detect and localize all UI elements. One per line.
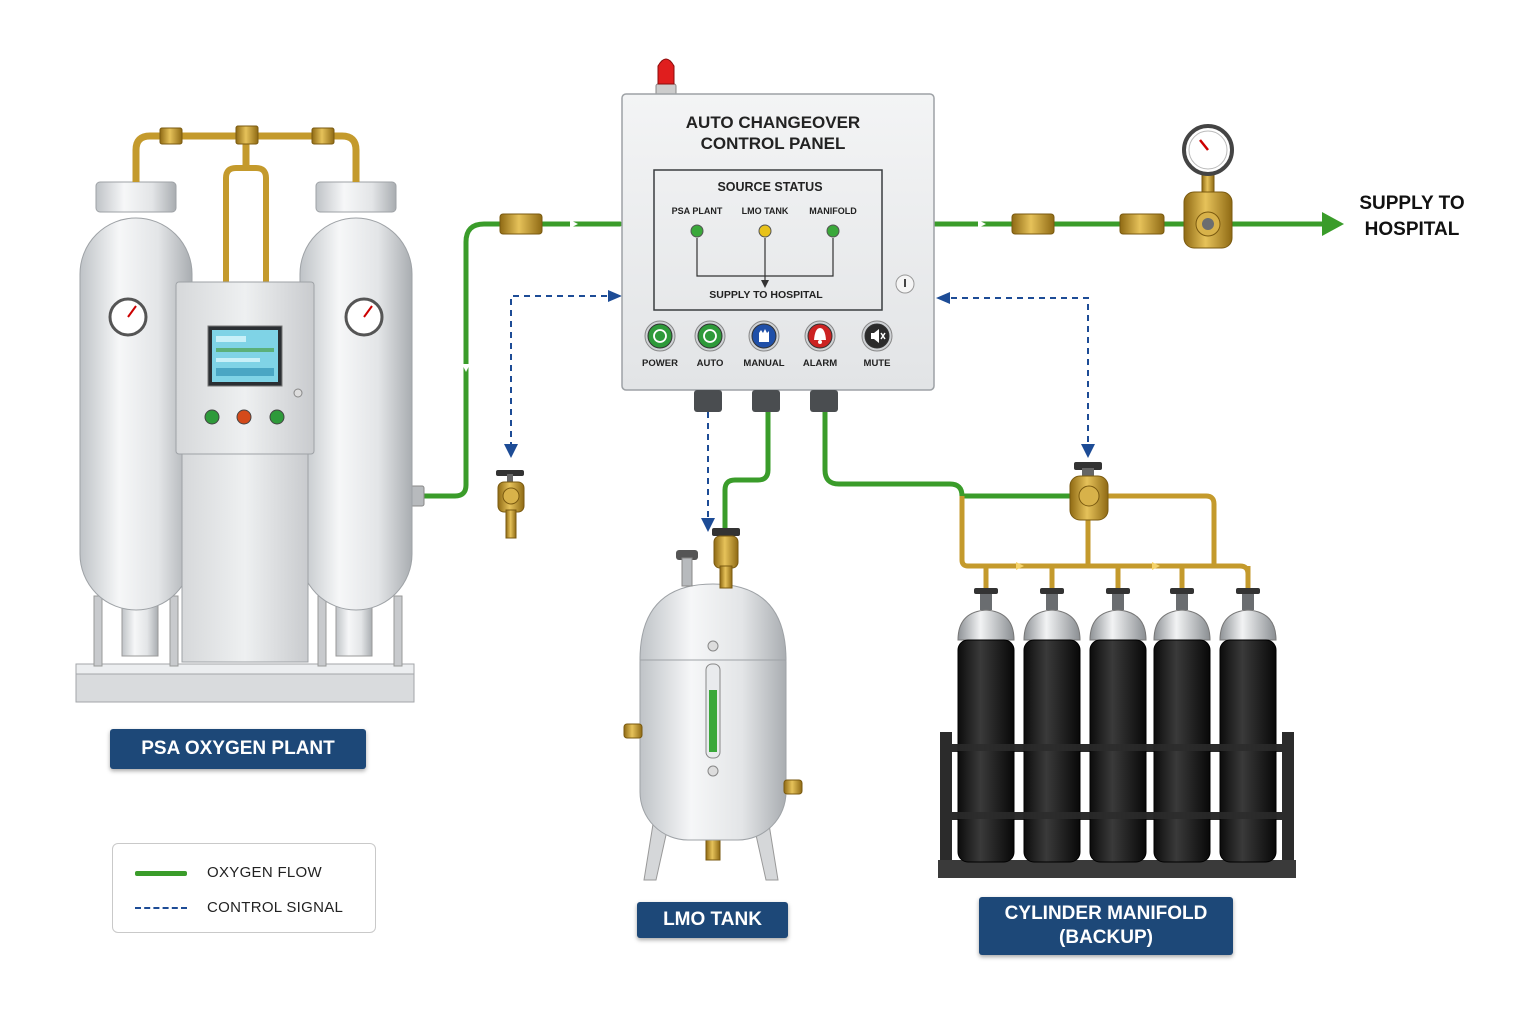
- cylinder-manifold: [938, 462, 1296, 878]
- auto-icon: [697, 323, 723, 349]
- legend: OXYGEN FLOW CONTROL SIGNAL: [112, 843, 376, 933]
- status-led-icon: [758, 224, 772, 238]
- lmo-tank-label-text: LMO TANK: [663, 909, 762, 930]
- lmo-tank: [623, 528, 803, 881]
- status-led-icon: [826, 224, 840, 238]
- panel-button-power[interactable]: POWER: [642, 320, 678, 369]
- psa-plant-label: PSA OXYGEN PLANT: [110, 729, 366, 769]
- panel-button-label: POWER: [642, 358, 678, 369]
- legend-swatch-solid: [135, 871, 187, 876]
- cylinder-valve-handle-icon[interactable]: [1236, 588, 1260, 594]
- legend-item-control-signal: CONTROL SIGNAL: [113, 896, 375, 920]
- status-source-label: PSA PLANT: [672, 206, 723, 216]
- panel-button-label: MUTE: [864, 358, 891, 369]
- auto-changeover-control-panel: [621, 58, 935, 412]
- panel-buttons: POWER AUTO MANUAL ALARM MUTE: [642, 320, 893, 369]
- status-source-label: LMO TANK: [742, 206, 789, 216]
- legend-label-control-signal: CONTROL SIGNAL: [207, 899, 344, 916]
- supply-to-hospital-label: SUPPLY TO HOSPITAL: [1342, 191, 1482, 243]
- signal-line-psa: [510, 295, 618, 448]
- panel-title-line1: AUTO CHANGEOVER: [686, 113, 860, 132]
- source-status-indicators: PSA PLANT LMO TANK MANIFOLD: [672, 206, 857, 238]
- psa-isolation-valve[interactable]: [496, 470, 525, 539]
- cylinder-valve-handle-icon[interactable]: [1040, 588, 1064, 594]
- status-source-2: MANIFOLD: [809, 206, 857, 238]
- psa-plant-label-text: PSA OXYGEN PLANT: [141, 738, 335, 759]
- panel-title-line2: CONTROL PANEL: [701, 134, 846, 153]
- flow-manifold-to-panel: [822, 405, 1083, 499]
- legend-swatch-dashed: [135, 907, 187, 909]
- status-output-label: SUPPLY TO HOSPITAL: [709, 289, 823, 301]
- flow-lmo-to-panel: [722, 405, 771, 533]
- control-signal-lines: [510, 295, 1089, 524]
- pressure-regulator: [1182, 124, 1234, 249]
- flow-psa-to-panel: [415, 221, 623, 499]
- cylinder-valve-handle-icon[interactable]: [974, 588, 998, 594]
- status-source-0: PSA PLANT: [672, 206, 723, 238]
- status-source-1: LMO TANK: [742, 206, 789, 238]
- panel-button-alarm[interactable]: ALARM: [803, 320, 837, 369]
- panel-button-manual[interactable]: MANUAL: [743, 320, 785, 369]
- cylinder-manifold-label: CYLINDER MANIFOLD (BACKUP): [979, 897, 1233, 955]
- cylinder-valve-handle-icon[interactable]: [1170, 588, 1194, 594]
- panel-button-label: ALARM: [803, 358, 837, 369]
- legend-label-oxygen-flow: OXYGEN FLOW: [207, 864, 322, 881]
- panel-button-mute[interactable]: MUTE: [861, 320, 893, 369]
- hospital-arrowhead: [1322, 212, 1344, 236]
- manifold-label-line2: (BACKUP): [1059, 927, 1153, 948]
- status-led-icon: [690, 224, 704, 238]
- beacon-light: [657, 58, 675, 85]
- psa-oxygen-plant: [75, 125, 415, 703]
- supply-label-line2: HOSPITAL: [1364, 219, 1460, 240]
- supply-label-line1: SUPPLY TO: [1359, 193, 1465, 214]
- cylinder-valve-handle-icon[interactable]: [1106, 588, 1130, 594]
- signal-line-manifold: [940, 297, 1089, 448]
- lmo-tank-label: LMO TANK: [637, 902, 788, 938]
- panel-button-auto[interactable]: AUTO: [694, 320, 726, 369]
- legend-item-oxygen-flow: OXYGEN FLOW: [113, 861, 375, 885]
- status-source-label: MANIFOLD: [809, 206, 857, 216]
- manifold-label-line1: CYLINDER MANIFOLD: [1004, 903, 1208, 924]
- panel-button-label: AUTO: [697, 358, 724, 369]
- source-status-title: SOURCE STATUS: [717, 180, 822, 194]
- power-icon: [647, 323, 673, 349]
- rack-front-bars: [946, 744, 1288, 819]
- flow-direction-markers: [462, 220, 986, 372]
- panel-button-label: MANUAL: [743, 358, 784, 369]
- pipe-couplings: [409, 213, 1165, 507]
- control-signal-arrowheads: [504, 290, 1095, 532]
